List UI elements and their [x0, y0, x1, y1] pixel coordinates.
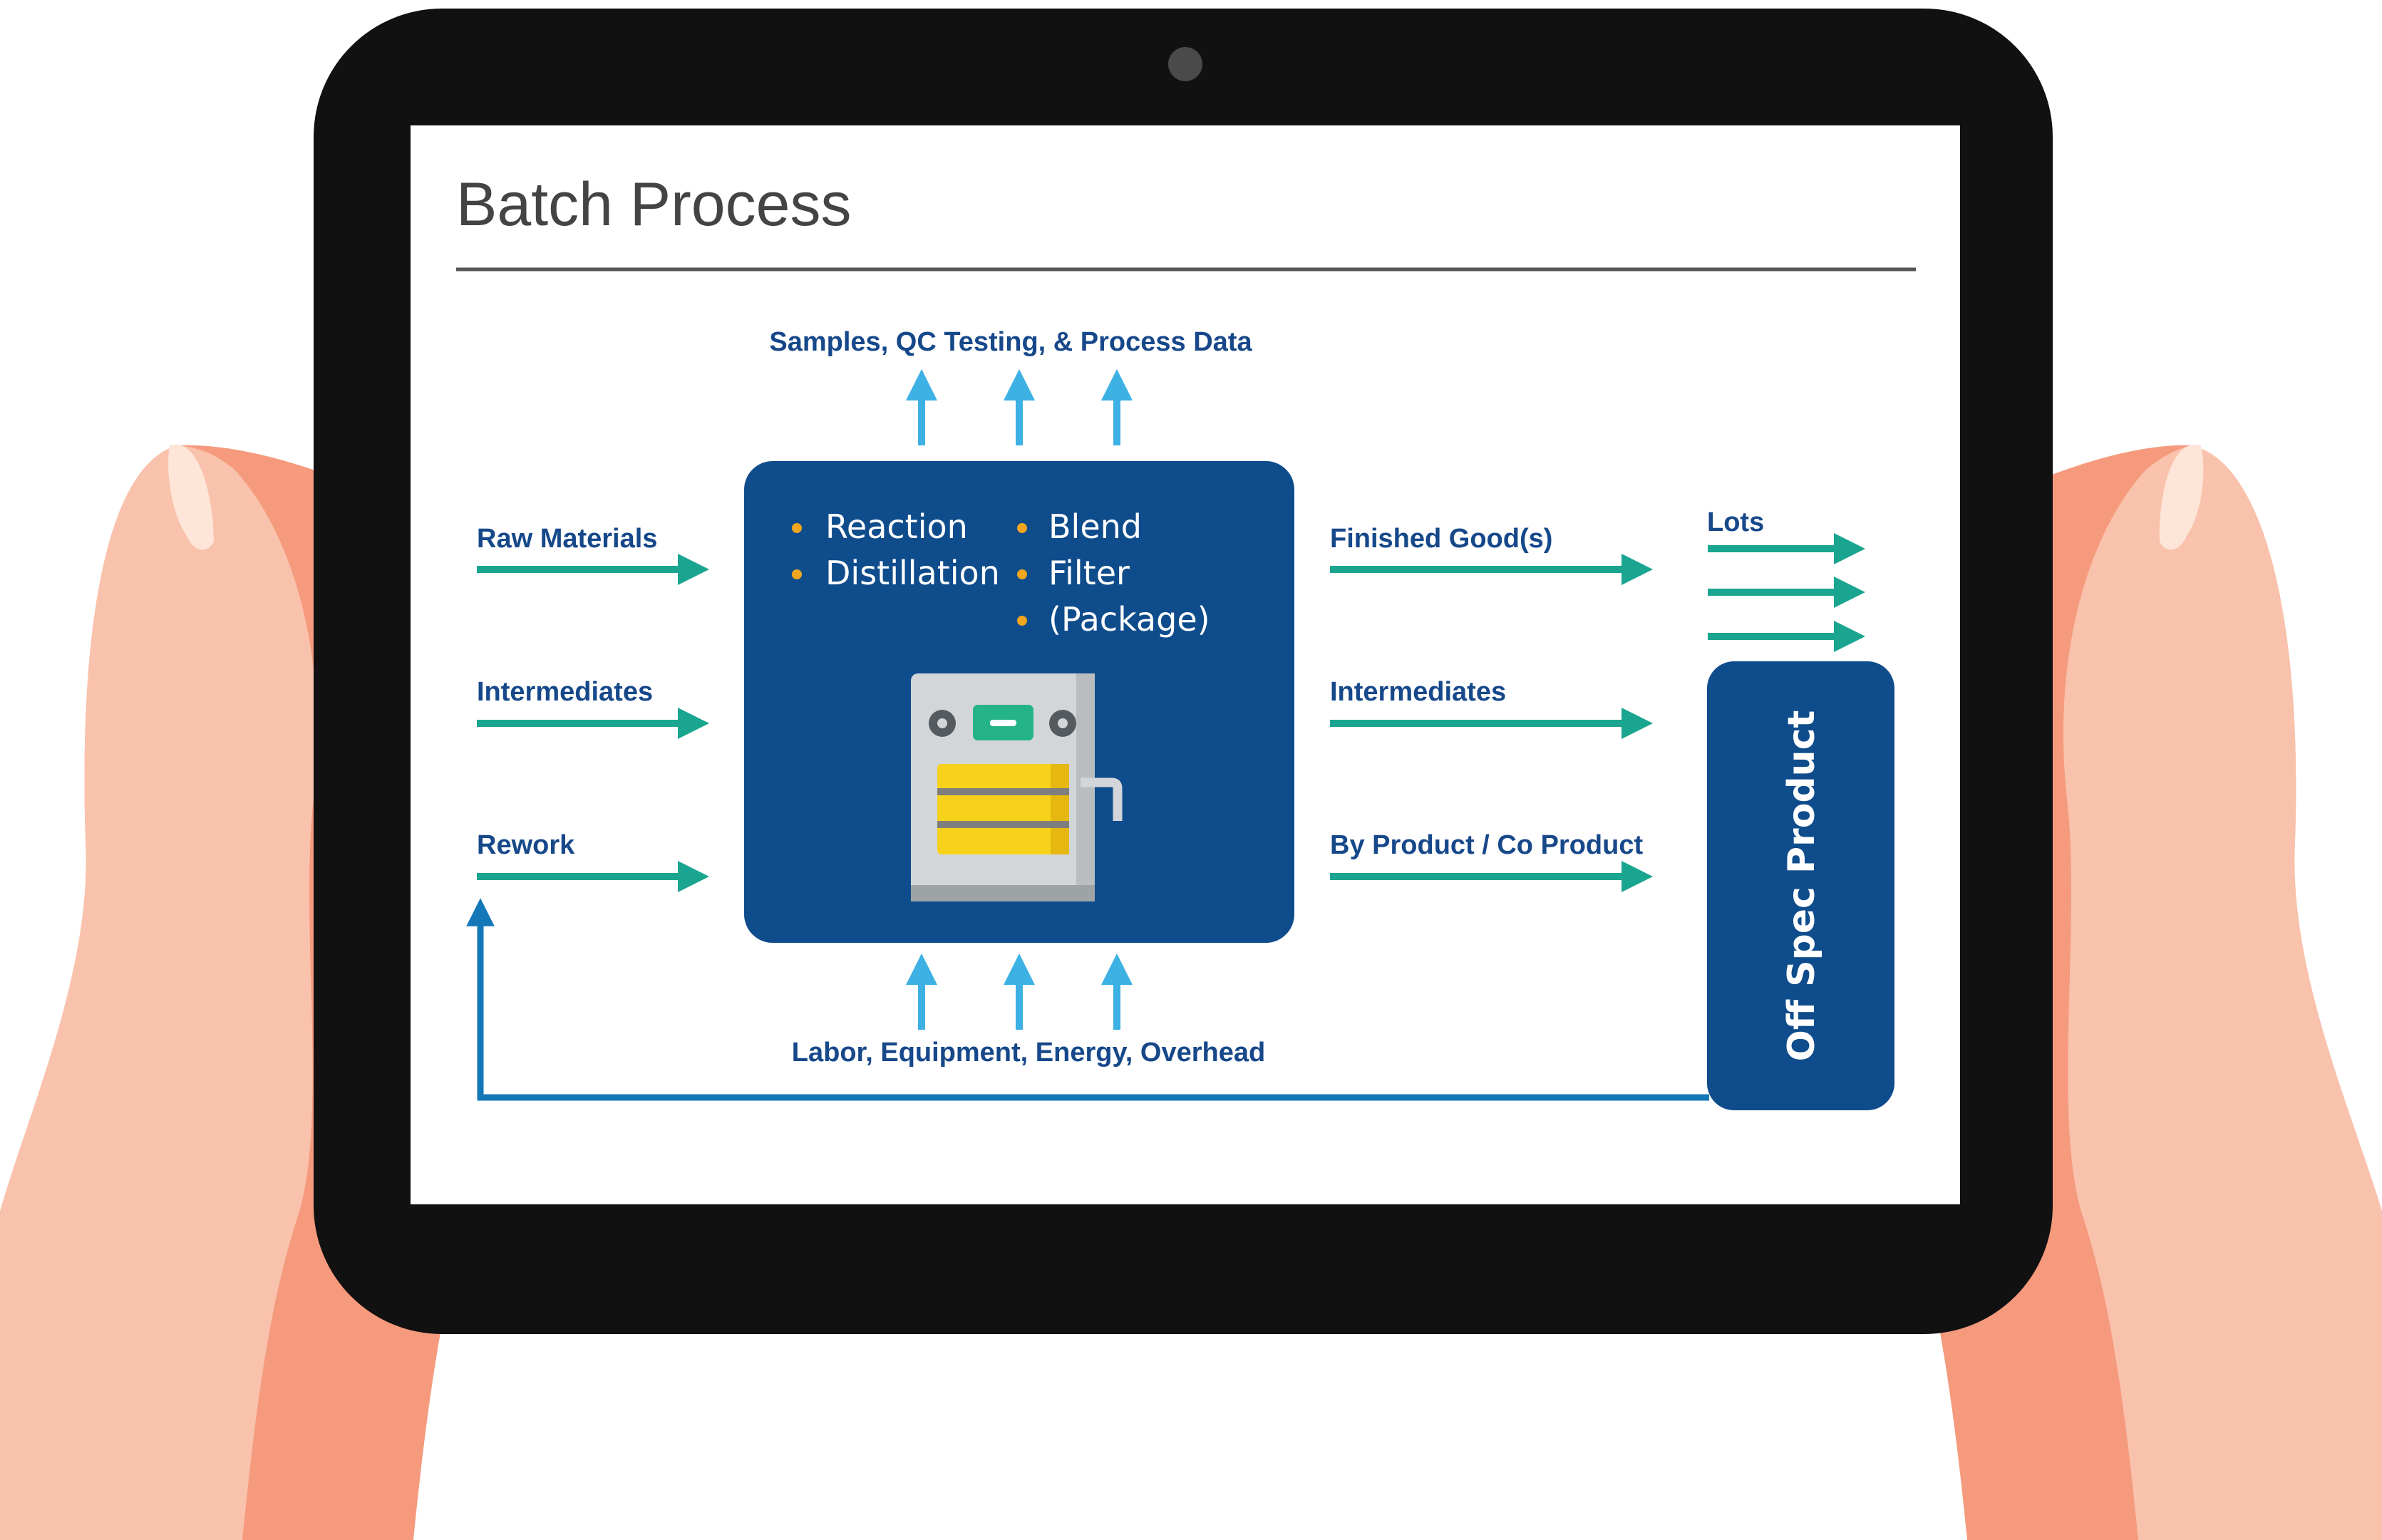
- input-label: Raw Materials: [477, 524, 657, 554]
- bottom-label: Labor, Equipment, Energy, Overhead: [792, 1038, 1265, 1068]
- process-step: Reaction: [825, 507, 968, 546]
- top-arrows: [905, 368, 1133, 445]
- input-label: Intermediates: [477, 677, 653, 707]
- lots-label: Lots: [1707, 507, 1764, 537]
- camera-icon: [1168, 47, 1202, 81]
- process-step: Blend: [1048, 507, 1142, 546]
- rework-loop-line: [466, 898, 1709, 1101]
- top-label: Samples, QC Testing, & Process Data: [769, 327, 1252, 357]
- process-step: Filter: [1048, 554, 1130, 592]
- process-step: (Package): [1048, 600, 1210, 639]
- bottom-arrows: [905, 953, 1133, 1030]
- page-title: Batch Process: [456, 170, 851, 239]
- process-step: Distillation: [825, 554, 1000, 592]
- reactor-machine-icon: [911, 673, 1123, 901]
- off-spec-box: [1707, 661, 1894, 1110]
- output-label: Intermediates: [1330, 677, 1506, 707]
- off-spec-label: Off Spec Product: [1780, 710, 1823, 1062]
- lots-arrows: [1708, 532, 1866, 653]
- process-steps-left: Reaction Distillation: [792, 507, 1000, 592]
- output-label: Finished Good(s): [1330, 524, 1552, 554]
- process-steps-right: Blend Filter (Package): [1017, 507, 1210, 639]
- output-label: By Product / Co Product: [1330, 830, 1643, 860]
- input-label: Rework: [477, 830, 575, 860]
